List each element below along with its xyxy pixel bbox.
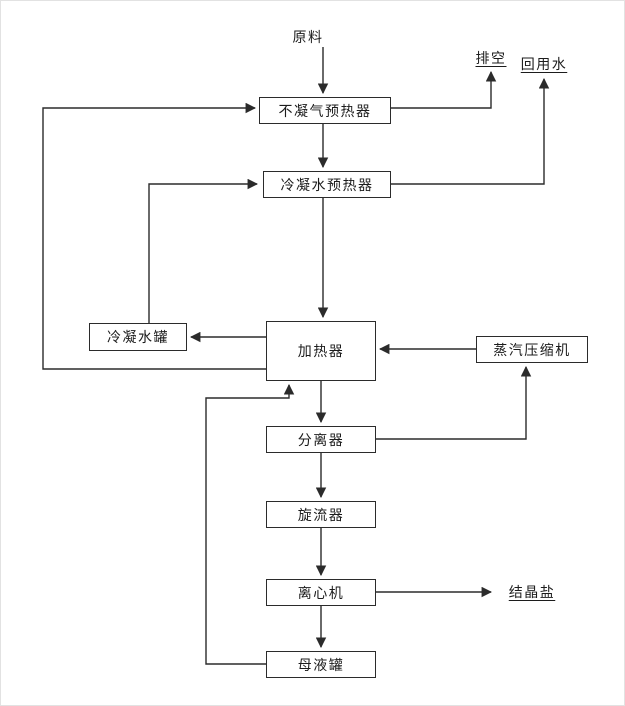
connector-separator-to-compressor [376, 365, 532, 440]
connector-ncg-preheater-to-vent [391, 70, 497, 109]
label-vent: 排空 [475, 50, 507, 66]
node-separator: 分离器 [266, 426, 376, 453]
label-raw-material: 原料 [292, 29, 324, 45]
connector-mother-liquor-tank-to-heater [205, 383, 295, 665]
label-reuse-water: 回用水 [520, 56, 568, 72]
node-condensate-tank: 冷凝水罐 [89, 323, 187, 351]
node-label-cyclone: 旋流器 [297, 506, 345, 523]
node-centrifuge: 离心机 [266, 579, 376, 606]
node-noncondensable-gas-preheater: 不凝气预热器 [259, 97, 391, 124]
connector-condensate-tank-to-condensate-preheater [148, 178, 259, 323]
node-label-mother-liquor-tank: 母液罐 [297, 656, 345, 673]
node-vapor-compressor: 蒸汽压缩机 [476, 336, 588, 363]
node-mother-liquor-tank: 母液罐 [266, 651, 376, 678]
node-label-centrifuge: 离心机 [297, 584, 345, 601]
node-condensate-preheater: 冷凝水预热器 [263, 171, 391, 198]
node-label-separator: 分离器 [297, 431, 345, 448]
node-heater: 加热器 [266, 321, 376, 381]
node-label-vapor-compressor: 蒸汽压缩机 [493, 341, 571, 358]
node-label-heater: 加热器 [297, 343, 345, 359]
node-label-condensate-preheater: 冷凝水预热器 [280, 176, 374, 193]
node-cyclone: 旋流器 [266, 501, 376, 528]
label-crystal-salt: 结晶盐 [508, 584, 556, 600]
node-label-condensate-tank: 冷凝水罐 [107, 329, 169, 345]
connector-condensate-preheater-to-reuse-water [391, 77, 550, 185]
node-label-noncondensable-gas-preheater: 不凝气预热器 [278, 102, 372, 119]
connector-heater-to-ncg-preheater [42, 102, 266, 370]
